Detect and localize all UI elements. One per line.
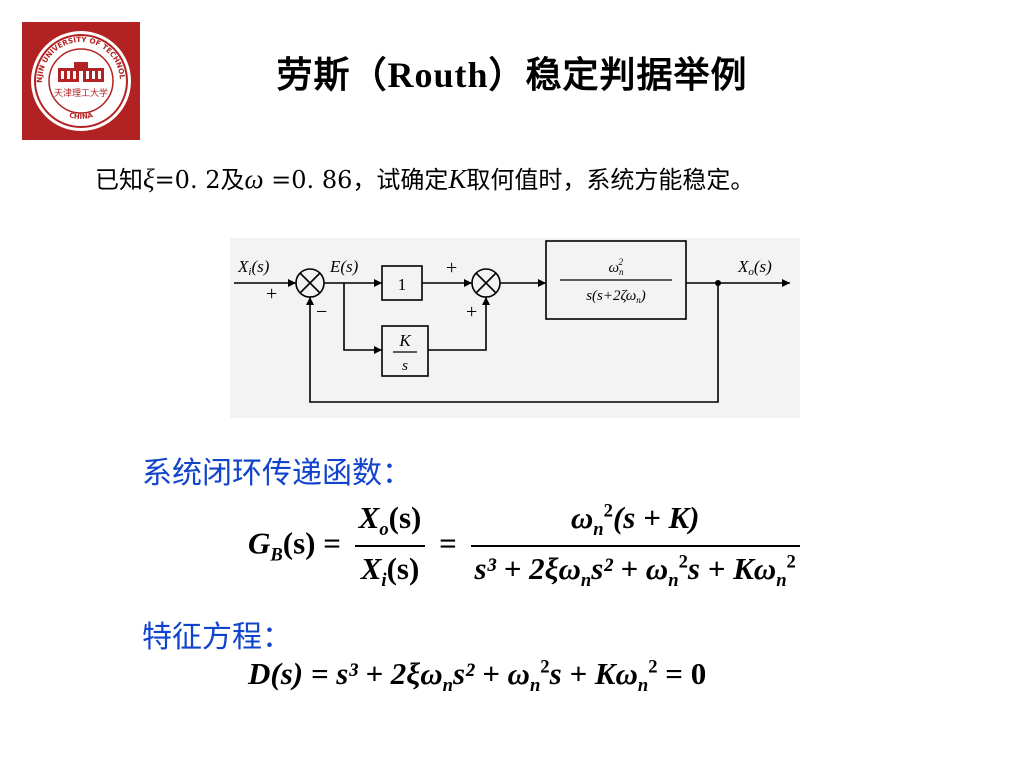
fraction-closed-loop: ωn2(s + K) s³ + 2ξωns² + ωn2s + Kωn2 [470, 500, 800, 592]
svg-text:−: − [316, 301, 327, 323]
slide-title: 劳斯（Routh）稳定判据举例 [276, 54, 748, 96]
svg-text:E(s): E(s) [329, 257, 359, 276]
problem-statement: 已知ξ=0. 2及ω =0. 86，试确定K取何值时，系统方能稳定。 [95, 164, 755, 194]
svg-text:K: K [398, 331, 412, 350]
svg-text:s: s [402, 358, 408, 374]
svg-text:Xi(s): Xi(s) [237, 257, 270, 278]
svg-text:ωn2: ωn2 [608, 257, 624, 277]
plant-block [545, 240, 687, 320]
university-logo: TIANJIN UNIVERSITY OF TECHNOLOGY CHINA 天… [22, 22, 140, 140]
svg-text:CHINA: CHINA [68, 111, 94, 121]
svg-text:+: + [466, 301, 477, 323]
svg-text:s(s+2ζωn): s(s+2ζωn) [586, 288, 646, 305]
characteristic-equation: D(s) = s³ + 2ξωns² + ωn2s + Kωn2 = 0 [248, 656, 707, 697]
transfer-function-equation: GB(s) = Xo(s) Xi(s) = ωn2(s + K) s³ + 2ξ… [248, 500, 806, 592]
block-diagram: Xi(s) + − E(s) 1 + + K s ωn2 s(s+2ζωn) X… [230, 238, 800, 418]
svg-text:天津理工大学: 天津理工大学 [54, 87, 108, 99]
svg-text:1: 1 [398, 275, 407, 294]
block-k-over-s [381, 325, 429, 377]
transfer-function-heading: 系统闭环传递函数： [142, 456, 412, 491]
svg-text:Xo(s): Xo(s) [737, 257, 772, 278]
fraction-xo-over-xi: Xo(s) Xi(s) [354, 500, 426, 592]
svg-text:+: + [446, 257, 457, 279]
svg-text:+: + [266, 283, 277, 305]
characteristic-equation-heading: 特征方程： [142, 620, 292, 655]
